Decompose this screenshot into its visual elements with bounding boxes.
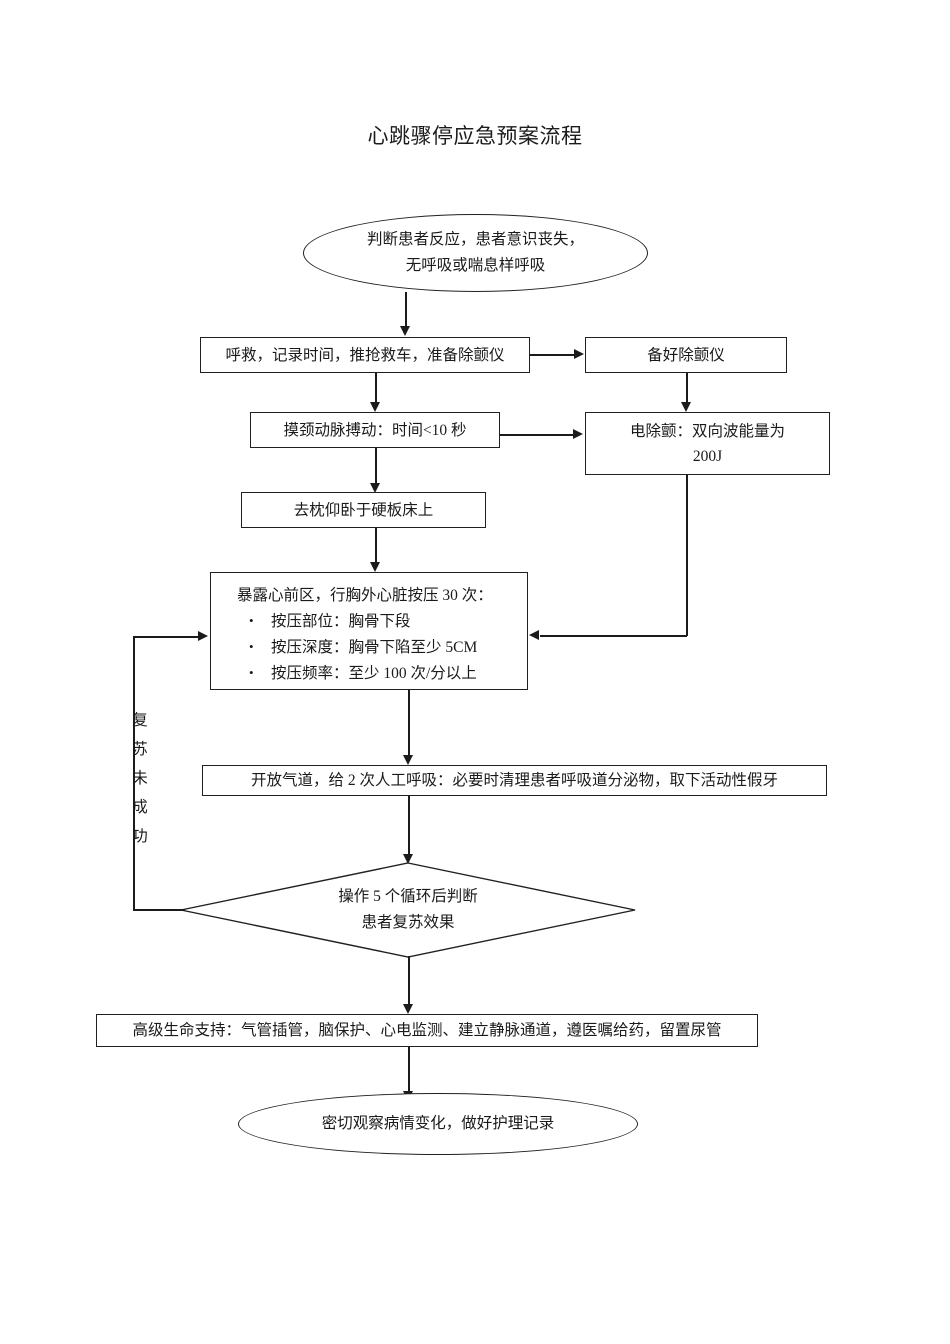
list-item: 按压频率：至少 100 次/分以上: [249, 660, 515, 687]
node-evaluate-text: 操作 5 个循环后判断 患者复苏效果: [338, 888, 478, 931]
node-evaluate: 操作 5 个循环后判断 患者复苏效果: [180, 862, 636, 958]
edge-label-char: 功: [132, 828, 148, 845]
node-advanced-life-support-text: 高级生命支持：气管插管，脑保护、心电监测、建立静脉通道，遵医嘱给药，留置尿管: [132, 1022, 722, 1039]
connector-defib-down: [686, 475, 688, 636]
connector-airway-to-evaluate: [408, 796, 410, 854]
connector-defib-to-compression: [540, 635, 687, 637]
node-supine-position: 去枕仰卧于硬板床上: [241, 492, 486, 528]
node-open-airway-text: 开放气道，给 2 次人工呼吸：必要时清理患者呼吸道分泌物，取下活动性假牙: [250, 772, 778, 789]
arrowhead-compression-to-airway: [403, 755, 413, 765]
page-title: 心跳骤停应急预案流程: [367, 124, 583, 148]
connector-loop-top: [133, 636, 199, 638]
arrowhead-defib-to-compression: [529, 630, 539, 640]
connector-carotid-to-defib: [500, 434, 574, 436]
node-defibrillation: 电除颤：双向波能量为 200J: [585, 412, 830, 475]
node-supine-position-text: 去枕仰卧于硬板床上: [293, 501, 434, 519]
node-carotid-pulse-text: 摸颈动脉搏动：时间<10 秒: [283, 421, 467, 439]
arrowhead-prepare-to-defib: [681, 402, 691, 412]
arrowhead-evaluate-to-als: [403, 1004, 413, 1014]
edge-label-char: 复: [132, 712, 148, 729]
connector-prepare-to-defib: [686, 373, 688, 402]
node-prepare-defibrillator-text: 备好除颤仪: [647, 346, 725, 364]
arrowhead-call-to-carotid: [370, 402, 380, 412]
node-advanced-life-support: 高级生命支持：气管插管，脑保护、心电监测、建立静脉通道，遵医嘱给药，留置尿管: [96, 1014, 758, 1047]
node-end-text: 密切观察病情变化，做好护理记录: [321, 1115, 555, 1132]
connector-supine-to-compression: [375, 528, 377, 562]
arrowhead-carotid-to-defib: [573, 429, 583, 439]
node-start-text: 判断患者反应，患者意识丧失， 无呼吸或喘息样呼吸: [366, 231, 584, 274]
arrowhead-call-to-prepare: [574, 349, 584, 359]
connector-carotid-to-supine: [375, 448, 377, 483]
node-call-for-help: 呼救，记录时间，推抢救车，准备除颤仪: [200, 337, 530, 373]
edge-label-char: 未: [132, 770, 148, 787]
arrowhead-airway-to-evaluate: [403, 854, 413, 864]
edge-label-resuscitation-failed: 复 苏 未 成 功: [130, 706, 150, 851]
node-end: 密切观察病情变化，做好护理记录: [238, 1093, 638, 1155]
connector-call-to-prepare: [530, 354, 575, 356]
chest-compression-bullet-list: 按压部位：胸骨下段 按压深度：胸骨下陷至少 5CM 按压频率：至少 100 次/…: [225, 608, 515, 687]
arrowhead-loop-to-compression: [198, 631, 208, 641]
connector-call-to-carotid: [375, 373, 377, 402]
connector-evaluate-to-als: [408, 956, 410, 1004]
connector-als-to-end: [408, 1047, 410, 1091]
node-open-airway: 开放气道，给 2 次人工呼吸：必要时清理患者呼吸道分泌物，取下活动性假牙: [202, 765, 827, 796]
node-start: 判断患者反应，患者意识丧失， 无呼吸或喘息样呼吸: [303, 214, 648, 292]
connector-loop-bottom: [133, 909, 185, 911]
arrowhead-carotid-to-supine: [370, 483, 380, 493]
node-call-for-help-text: 呼救，记录时间，推抢救车，准备除颤仪: [225, 346, 505, 364]
edge-label-char: 苏: [132, 741, 148, 758]
connector-loop-left: [133, 636, 135, 910]
connector-compression-to-airway: [408, 690, 410, 755]
node-carotid-pulse: 摸颈动脉搏动：时间<10 秒: [250, 412, 500, 448]
edge-label-char: 成: [132, 799, 148, 816]
node-prepare-defibrillator: 备好除颤仪: [585, 337, 787, 373]
arrowhead-supine-to-compression: [370, 562, 380, 572]
node-chest-compression-lead: 暴露心前区，行胸外心脏按压 30 次：: [237, 587, 493, 604]
arrowhead-start-to-call: [400, 326, 410, 336]
list-item: 按压部位：胸骨下段: [249, 608, 515, 635]
connector-start-to-call: [405, 292, 407, 326]
list-item: 按压深度：胸骨下陷至少 5CM: [249, 634, 515, 661]
node-defibrillation-text: 电除颤：双向波能量为 200J: [629, 422, 785, 465]
node-chest-compression: 暴露心前区，行胸外心脏按压 30 次： 按压部位：胸骨下段 按压深度：胸骨下陷至…: [210, 572, 528, 690]
